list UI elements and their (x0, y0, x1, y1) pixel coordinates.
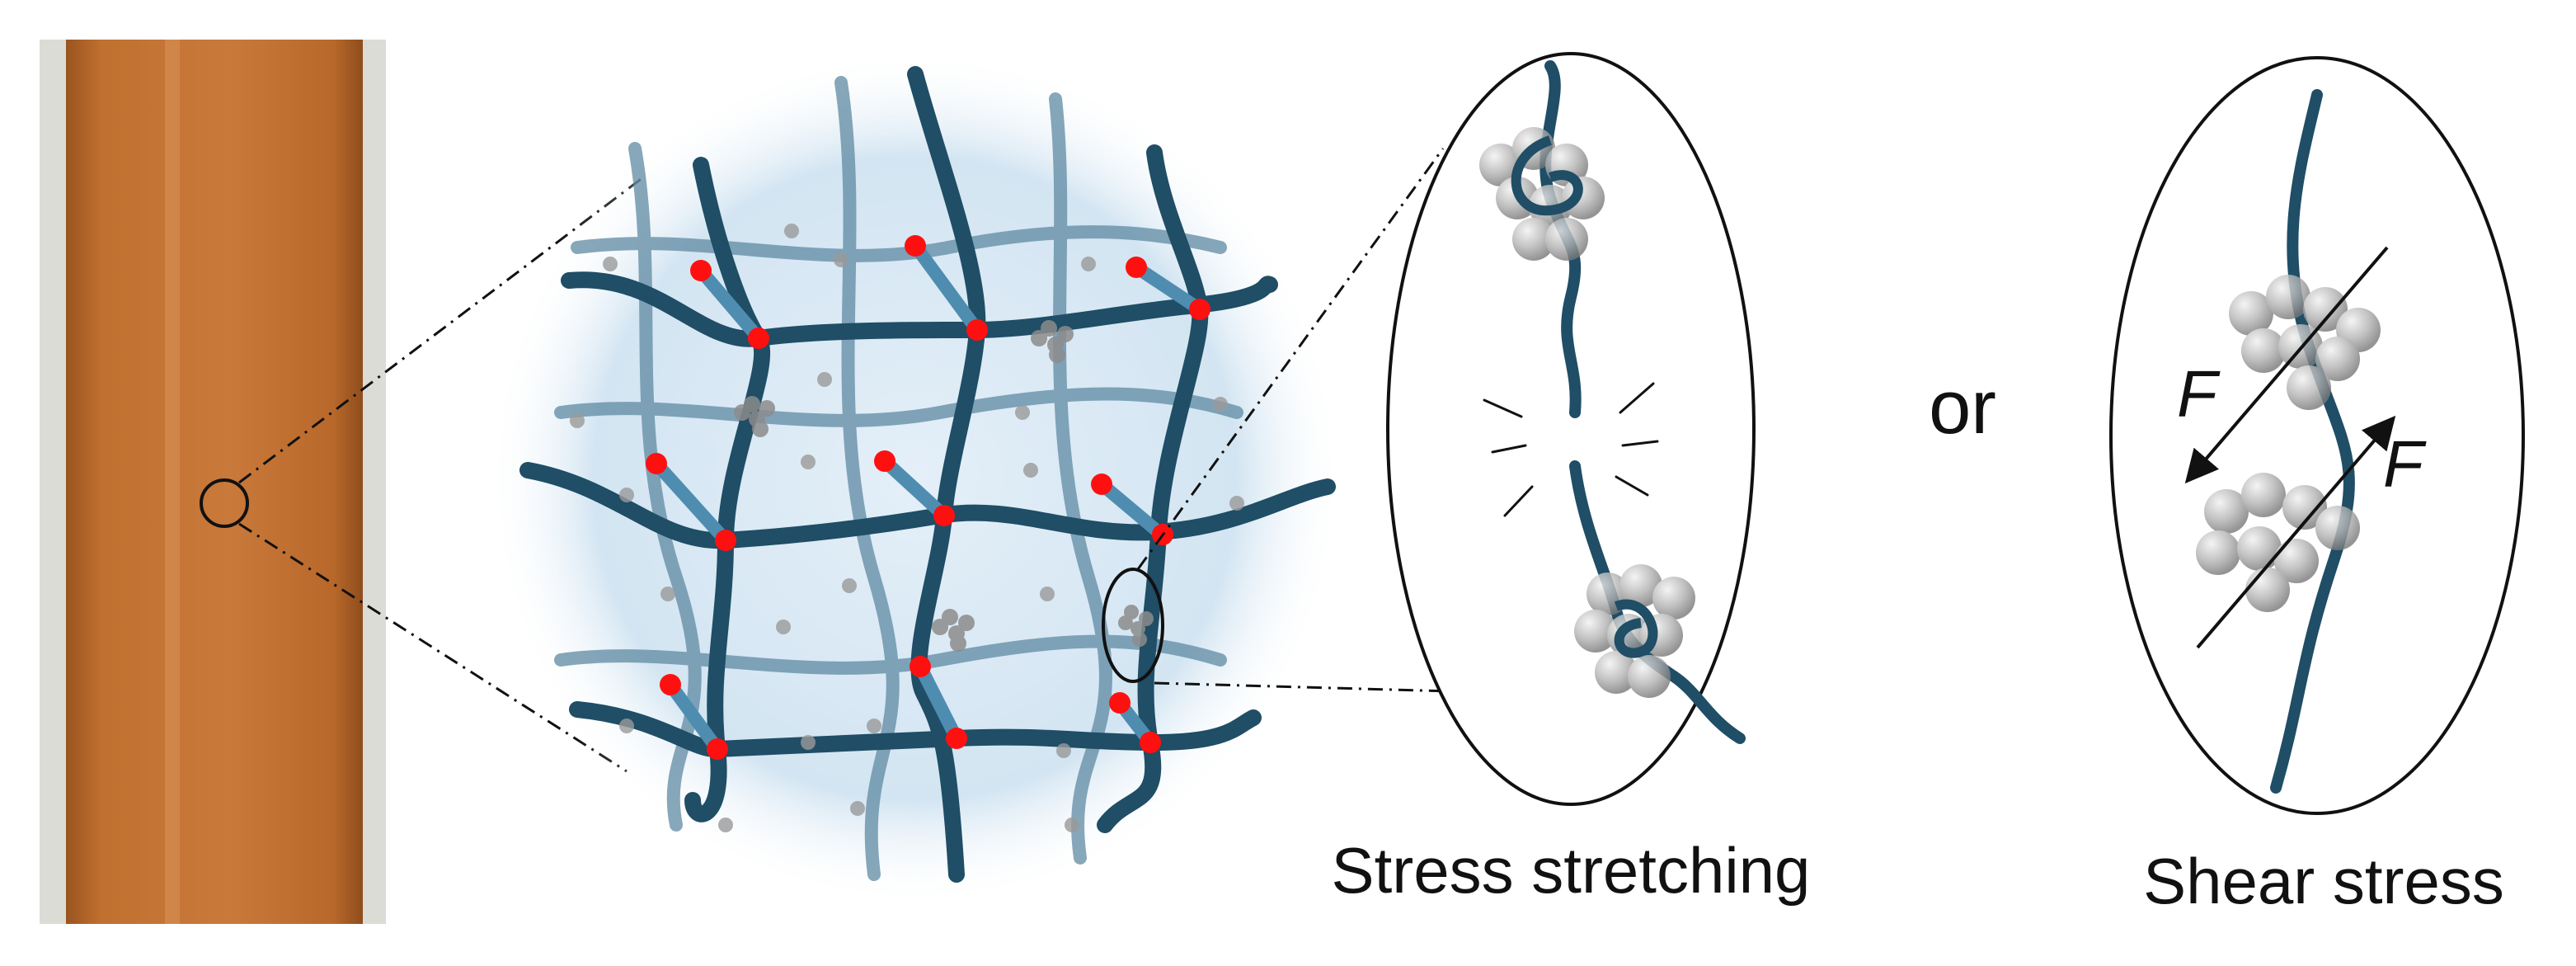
shear-chain (2270, 89, 2355, 794)
chain-loop-upper (1511, 135, 1583, 216)
crosslink-point (646, 453, 667, 474)
tube-highlight (165, 40, 180, 924)
stretching-caption: Stress stretching (1332, 834, 1811, 907)
crosslink-point (905, 235, 926, 257)
crosslink-point (1126, 257, 1147, 278)
sample-region-marker (200, 478, 249, 528)
crosslink-point (874, 450, 895, 472)
shear-cluster-upper (2229, 275, 2381, 410)
chain-loop-lower (1614, 599, 1658, 658)
crosslink-point (1109, 692, 1131, 714)
crosslink-point (1189, 299, 1210, 320)
shear-cluster-lower (2196, 473, 2360, 612)
chain-h1 (561, 271, 1278, 347)
background-chains (554, 76, 1243, 881)
shear-stress-panel: F F Shear stress (2109, 56, 2525, 917)
crosslink-point (910, 656, 931, 677)
shear-detail-oval (2109, 56, 2525, 815)
shear-caption: Shear stress (2143, 845, 2504, 917)
shear-force-arrow-up (2196, 415, 2396, 649)
crosslink-point (690, 260, 712, 281)
polymer-network-panel (487, 49, 1344, 907)
crosslink-point (1140, 732, 1161, 753)
network-particle-clusters (734, 320, 1154, 652)
shear-force-arrow-down (2184, 246, 2389, 484)
zoom-line-detail-upper (1136, 148, 1445, 570)
break-burst-lines (1483, 382, 1659, 517)
zoom-lines-tube-to-network (238, 176, 644, 773)
zoom-line-detail-lower (1154, 681, 1452, 693)
crosslink-point (966, 319, 988, 341)
highlighted-cluster-marker (1102, 568, 1164, 683)
network-halo (487, 49, 1344, 907)
crosslink-point (933, 505, 955, 526)
crosslink-point (1091, 474, 1112, 495)
connector-or: or (1929, 365, 1996, 450)
crosslink-point (748, 327, 769, 349)
crosslink-point (946, 728, 967, 749)
force-label-lower: F (2383, 427, 2427, 501)
tube-photo-panel (40, 40, 386, 924)
zoom-lines-network-to-detail (1136, 148, 1452, 693)
crosslink-point (715, 530, 736, 551)
zoom-line-upper (238, 176, 644, 484)
crosslink-point (707, 738, 728, 760)
force-label-upper: F (2177, 357, 2221, 431)
stress-stretching-panel: Stress stretching (1332, 52, 1811, 907)
dispersed-particles (570, 224, 1244, 832)
crosslink-point (660, 674, 681, 695)
